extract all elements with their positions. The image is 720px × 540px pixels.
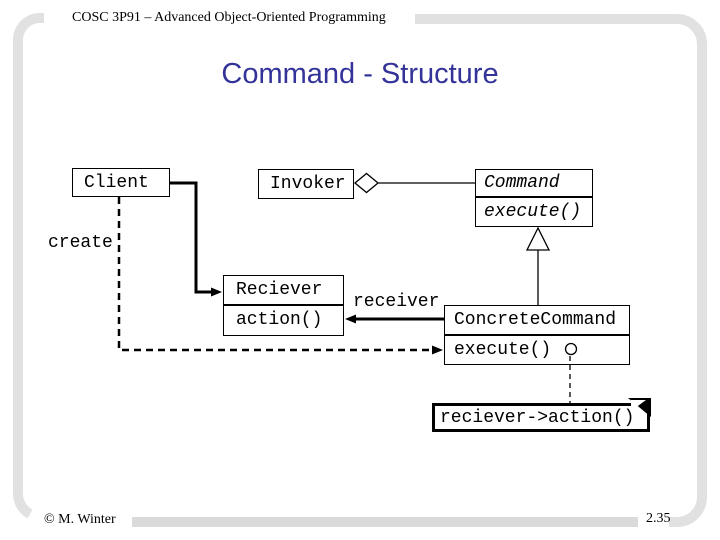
class-name-client: Client	[84, 172, 149, 193]
label-create: create	[48, 233, 113, 253]
label-receiver-role: receiver	[353, 292, 440, 312]
class-name-invoker: Invoker	[270, 174, 346, 194]
frame-left-bracket	[13, 13, 44, 519]
page-number: 2.35	[646, 511, 671, 526]
class-box-client: Client	[72, 168, 170, 197]
note-box: reciever->action()	[432, 403, 650, 432]
class-box-invoker: Invoker	[258, 169, 354, 199]
class-box-command: Command execute()	[475, 169, 593, 227]
frame-right-bracket	[415, 14, 707, 527]
class-box-receiver: Reciever action()	[223, 275, 344, 336]
method-concrete-command-execute: execute()	[445, 334, 629, 363]
footer-bar-decoration	[132, 517, 638, 527]
class-name-concrete-command: ConcreteCommand	[454, 310, 617, 330]
method-command-execute: execute()	[476, 196, 592, 225]
class-name-command: Command	[484, 173, 560, 193]
footer-copyright: © M. Winter	[44, 512, 116, 527]
slide-title: Command - Structure	[221, 58, 499, 90]
class-box-concrete-command: ConcreteCommand execute()	[444, 305, 630, 365]
method-receiver-action: action()	[224, 304, 343, 334]
course-header: COSC 3P91 – Advanced Object-Oriented Pro…	[72, 10, 386, 25]
class-name-receiver: Reciever	[236, 280, 323, 300]
